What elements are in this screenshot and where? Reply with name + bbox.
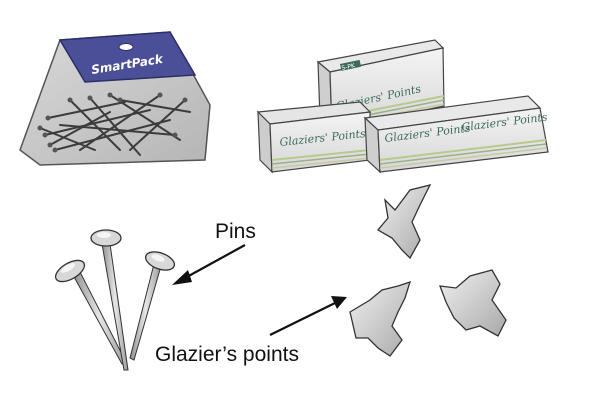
glaziers-points-arrow <box>269 296 347 336</box>
box-left: Glaziers' Points <box>256 101 372 174</box>
box-top-tag: S-PK <box>341 62 357 72</box>
pins-group <box>54 229 176 371</box>
smartpack-bag: SmartPack <box>19 31 211 166</box>
box-right: Glaziers' Points Glaziers' Points <box>363 95 549 174</box>
pin-right <box>129 251 176 361</box>
point-piece-middle <box>349 280 411 357</box>
point-piece-right <box>439 269 507 337</box>
pin-left <box>54 259 127 365</box>
point-piece-top <box>377 184 432 260</box>
glaziers-points-boxes: S-PK Glaziers' Points Glaziers' Points G… <box>256 39 549 174</box>
pins-arrow <box>172 244 246 285</box>
glaziers-points-label: Glazier’s points <box>155 343 299 366</box>
pin-middle <box>90 229 129 371</box>
glaziers-points-pieces <box>349 184 507 357</box>
pack-header <box>58 31 197 83</box>
bagged-pins <box>39 94 191 156</box>
pins-label: Pins <box>215 220 256 243</box>
